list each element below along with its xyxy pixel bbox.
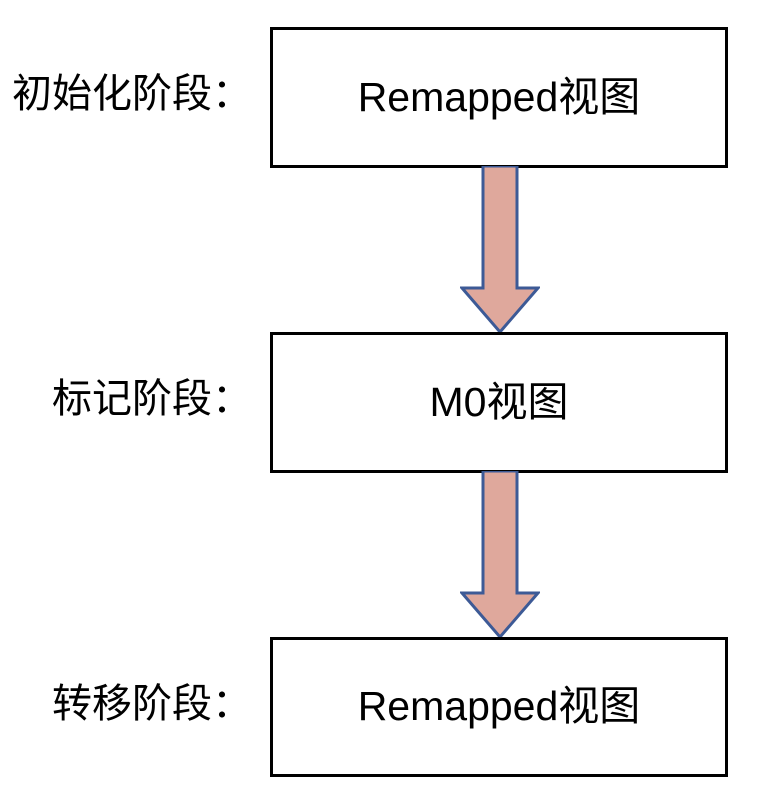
arrow-shape [460, 166, 540, 334]
stage-box-text-initialization: Remapped视图 [357, 73, 641, 120]
arrow-shape [460, 471, 540, 639]
stage-row-marking: 标记阶段： M0视图 [0, 305, 770, 475]
stage-label-marking: 标记阶段： [52, 377, 252, 421]
stage-box-marking: M0视图 [270, 332, 728, 473]
stage-label-transfer: 转移阶段： [52, 682, 252, 726]
stage-box-text-transfer: Remapped视图 [357, 683, 641, 730]
flow-arrow-down-1 [460, 166, 540, 334]
stage-box-text-marking: M0视图 [429, 378, 569, 425]
stage-row-initialization: 初始化阶段： Remapped视图 [0, 0, 770, 170]
flow-arrow-down-2 [460, 471, 540, 639]
stage-label-initialization: 初始化阶段： [12, 72, 252, 116]
stage-row-transfer: 转移阶段： Remapped视图 [0, 610, 770, 780]
stage-box-initialization: Remapped视图 [270, 27, 728, 168]
stage-box-transfer: Remapped视图 [270, 637, 728, 777]
